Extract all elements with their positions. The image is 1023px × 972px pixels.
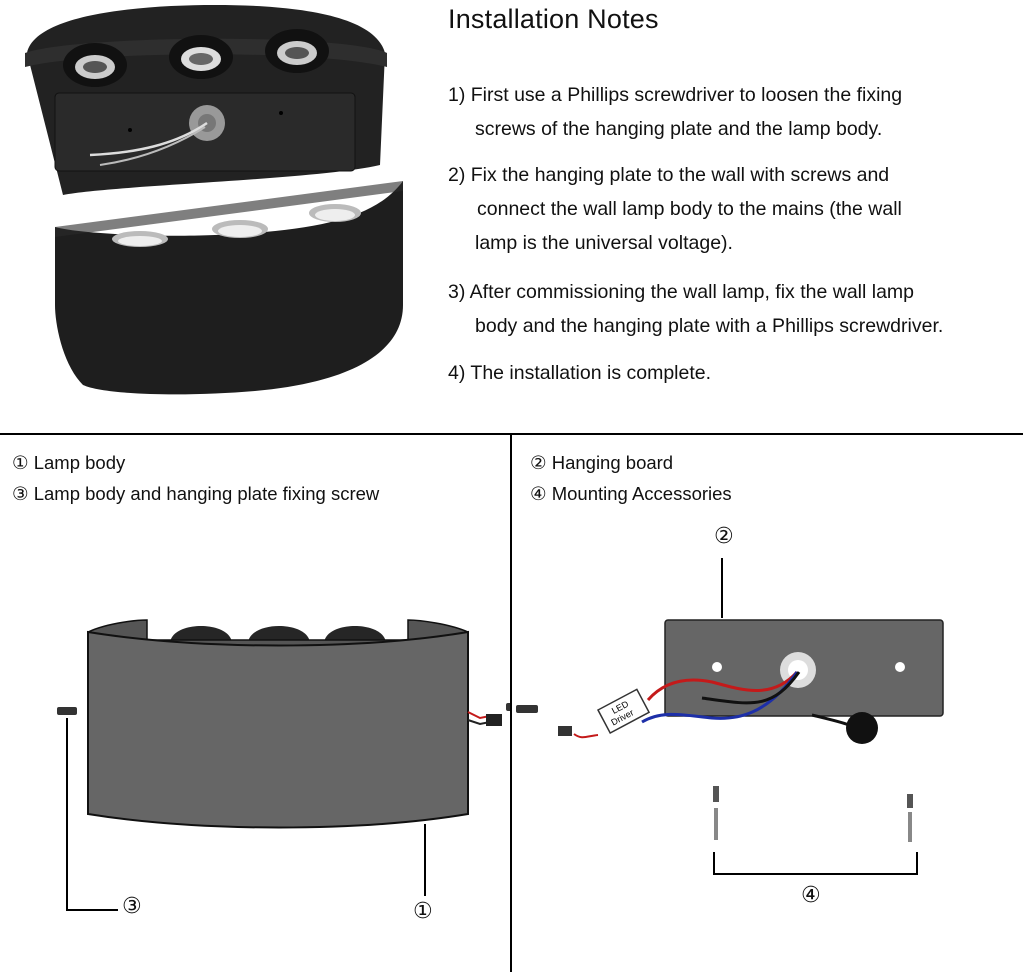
note-step-2-line-1: 2) Fix the hanging plate to the wall wit… <box>448 164 890 186</box>
callout-3: ③ <box>122 893 142 918</box>
notes-title: Installation Notes <box>448 4 659 34</box>
hanging-board-diagram: LED Driver <box>516 558 944 875</box>
mounting-screw-icon <box>713 786 913 842</box>
vertical-divider <box>510 434 512 972</box>
legend-lamp-body: ① Lamp body <box>12 452 126 473</box>
callout-2: ② <box>714 523 734 548</box>
lens-icon <box>63 29 329 87</box>
legend-hanging-board: ② Hanging board <box>530 452 674 473</box>
legend-mounting-accessories: ④ Mounting Accessories <box>530 483 732 504</box>
fixing-screw-icon <box>57 703 510 715</box>
note-step-3-line-1: 3) After commissioning the wall lamp, fi… <box>448 281 915 303</box>
led-driver-icon: LED Driver <box>596 688 651 734</box>
legend-fixing-screw: ③ Lamp body and hanging plate fixing scr… <box>12 483 380 504</box>
note-step-1-line-1: 1) First use a Phillips screwdriver to l… <box>448 84 903 106</box>
callout-4: ④ <box>801 882 821 907</box>
callout-1: ① <box>413 898 433 923</box>
note-step-3-line-2: body and the hanging plate with a Philli… <box>475 315 944 337</box>
note-step-4: 4) The installation is complete. <box>448 362 712 384</box>
product-photo <box>25 5 403 395</box>
note-step-2-line-2: connect the wall lamp body to the mains … <box>477 198 902 220</box>
note-step-1-line-2: screws of the hanging plate and the lamp… <box>475 118 883 140</box>
note-step-2-line-3: lamp is the universal voltage). <box>475 232 733 254</box>
lamp-body-diagram <box>57 619 510 911</box>
